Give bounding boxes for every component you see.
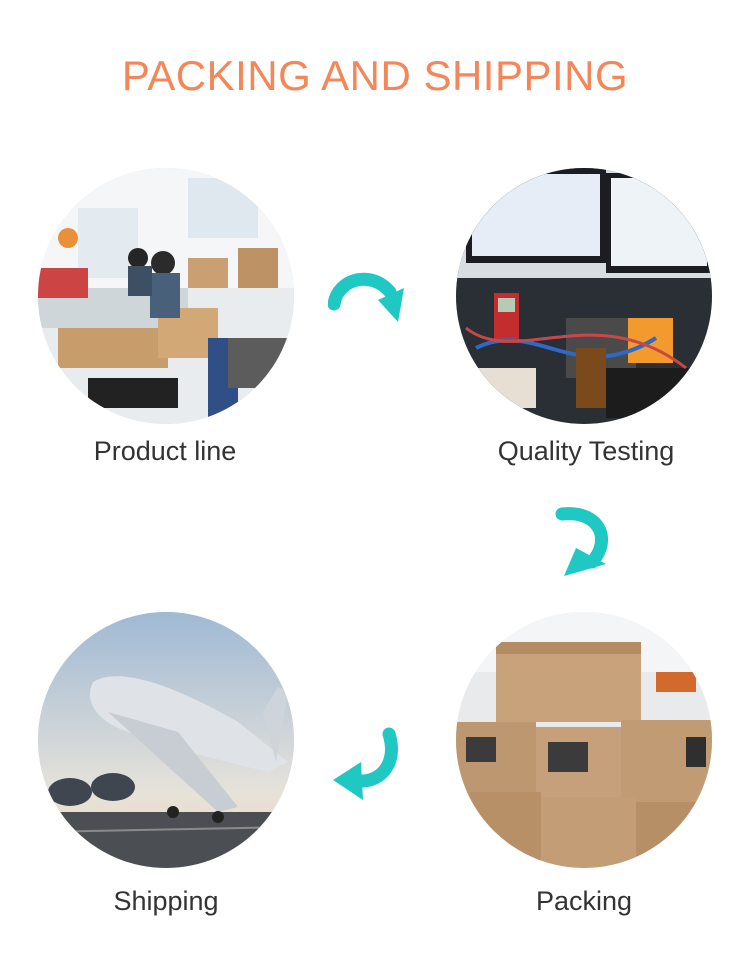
step-label-shipping: Shipping xyxy=(113,886,219,916)
shipping-photo xyxy=(38,612,294,868)
quality-testing-photo xyxy=(456,168,712,424)
curved-arrow-icon xyxy=(325,722,405,802)
page-title: PACKING AND SHIPPING xyxy=(121,52,629,99)
step-label-packing: Packing xyxy=(535,886,633,916)
step-label-quality-testing: Quality Testing xyxy=(497,436,675,466)
step-label-product-line: Product line xyxy=(93,436,237,466)
curved-arrow-icon xyxy=(548,504,628,584)
product-line-photo xyxy=(38,168,294,424)
packing-photo xyxy=(456,612,712,868)
curved-arrow-icon xyxy=(328,262,408,342)
